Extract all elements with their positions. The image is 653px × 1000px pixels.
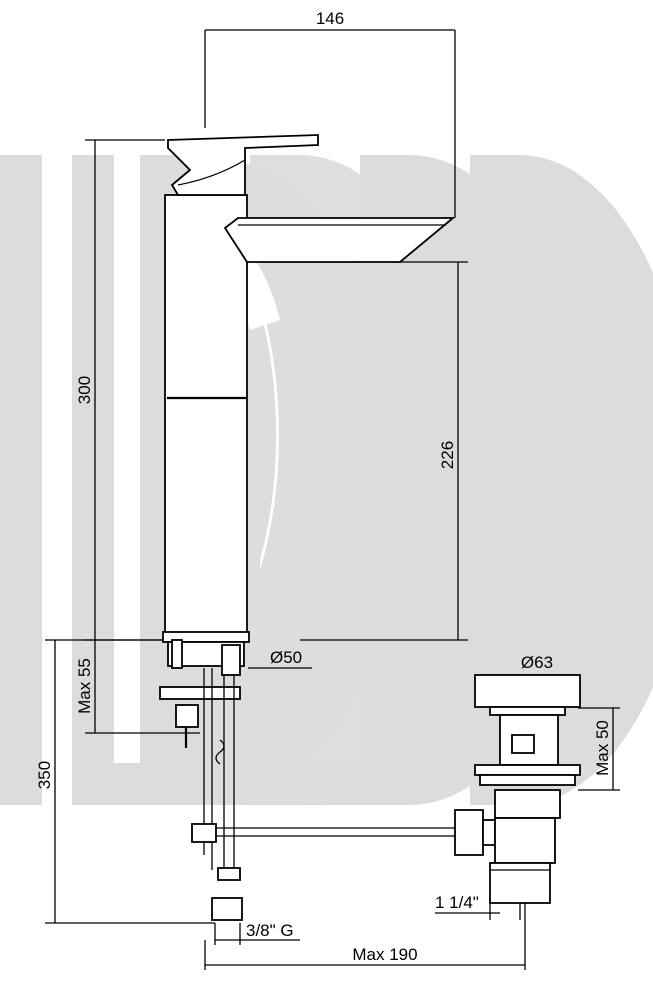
dim-tap-hole: Ø50 [270, 648, 302, 667]
dim-waste-thread: 1 1/4" [435, 893, 479, 912]
dim-waste-diameter: Ø63 [521, 653, 553, 672]
dim-spout-height: 226 [438, 441, 457, 469]
control-rod [216, 827, 458, 837]
faucet-spout [223, 217, 456, 263]
fixing-assembly [159, 639, 245, 921]
waste-assembly [454, 674, 581, 904]
dim-hose-length: 350 [35, 761, 54, 789]
dimension-labels: 146 300 226 Ø50 Max 55 350 Ø63 Max 50 1 … [35, 9, 612, 964]
dim-inlet-thread: 3/8" G [246, 921, 294, 940]
dim-waste-max-deck: Max 50 [593, 720, 612, 776]
faucet-body [162, 194, 250, 643]
dim-total-height: 300 [75, 376, 94, 404]
dim-max-reach: Max 190 [352, 945, 417, 964]
faucet-handle [167, 134, 319, 196]
dim-max-deck: Max 55 [75, 658, 94, 714]
dim-width-top: 146 [316, 9, 344, 28]
